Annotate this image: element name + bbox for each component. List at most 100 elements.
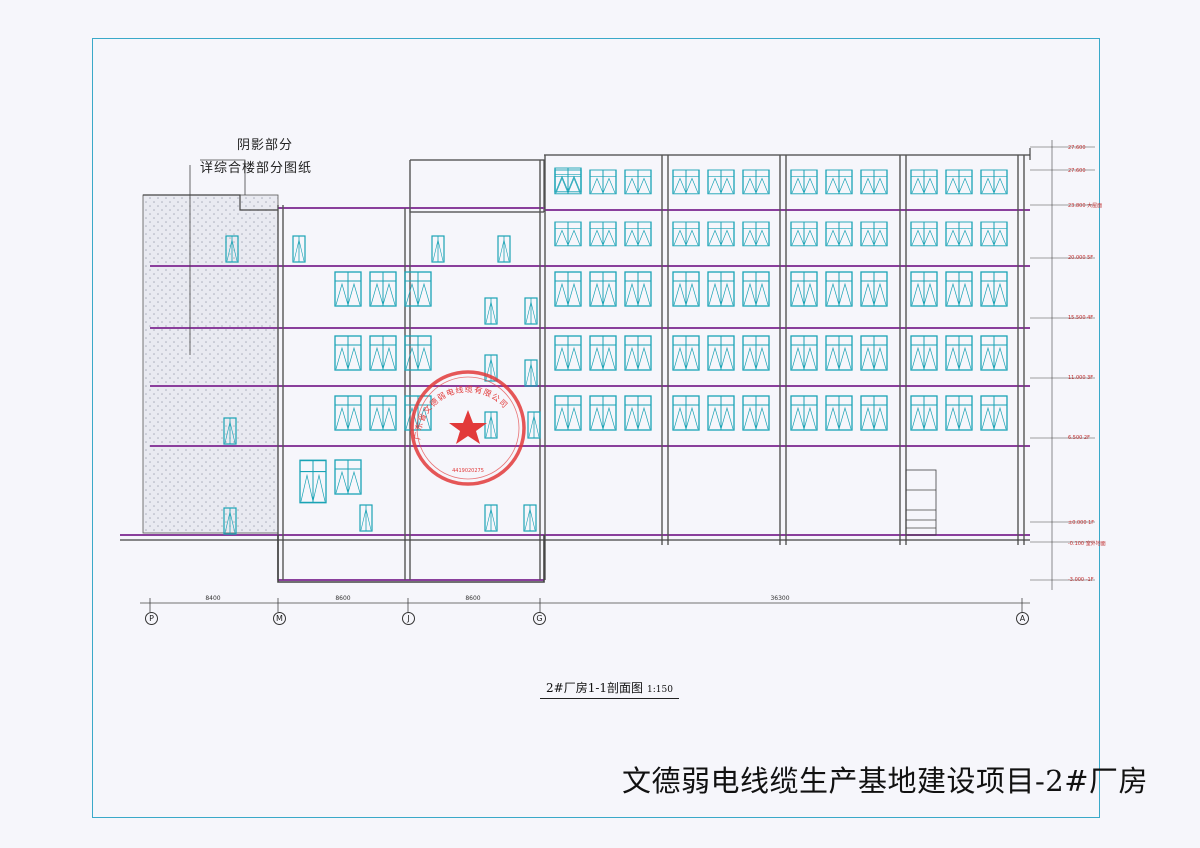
- window: [742, 271, 770, 307]
- elevation-label: 6.500 2F: [1068, 435, 1090, 441]
- note-leader: [200, 159, 246, 195]
- window: [334, 395, 362, 431]
- window: [624, 169, 652, 195]
- shadow-note-line1: 阴影部分: [237, 138, 294, 153]
- window: [945, 395, 973, 431]
- window: [790, 395, 818, 431]
- span-dimension: 8600: [335, 595, 351, 602]
- window: [672, 221, 700, 247]
- window: [742, 169, 770, 195]
- elevation-label: ±0.000 1F: [1068, 520, 1095, 526]
- window: [369, 335, 397, 371]
- window: [589, 169, 617, 195]
- window: [672, 335, 700, 371]
- window: [404, 335, 432, 371]
- window: [369, 395, 397, 431]
- elevation-label: 27.600: [1068, 168, 1086, 174]
- company-seal: 广东省文德弱电线缆有限公司 4419020275: [410, 370, 526, 486]
- drawing-title: 2#厂房1-1剖面图: [546, 681, 644, 695]
- window: [554, 221, 582, 247]
- axis-marker: A: [1016, 612, 1029, 625]
- shadow-note-line2: 详综合楼部分图纸: [200, 161, 313, 176]
- drawing-frame: [92, 38, 1100, 818]
- window: [624, 395, 652, 431]
- window: [742, 335, 770, 371]
- window: [707, 271, 735, 307]
- window: [980, 169, 1008, 195]
- window: [790, 335, 818, 371]
- window: [589, 221, 617, 247]
- window: [790, 169, 818, 195]
- window: [825, 221, 853, 247]
- window: [624, 221, 652, 247]
- elevation-label: -3.000 -1F: [1068, 577, 1094, 583]
- axis-marker: G: [533, 612, 546, 625]
- window: [299, 459, 327, 504]
- window: [910, 169, 938, 195]
- span-dimension: 8600: [465, 595, 481, 602]
- window: [790, 221, 818, 247]
- window: [672, 271, 700, 307]
- window: [672, 169, 700, 195]
- window: [334, 335, 362, 371]
- window: [910, 221, 938, 247]
- window: [945, 335, 973, 371]
- window: [589, 335, 617, 371]
- elevation-label: 23.800 大屋面: [1068, 203, 1103, 209]
- window: [589, 395, 617, 431]
- window: [624, 335, 652, 371]
- window: [589, 271, 617, 307]
- span-dimension: 36300: [770, 595, 790, 602]
- window: [790, 271, 818, 307]
- level-marks: [1030, 140, 1095, 590]
- axis-marker: P: [145, 612, 158, 625]
- project-title: 文德弱电线缆生产基地建设项目-2#厂房: [622, 764, 1149, 798]
- window: [860, 395, 888, 431]
- basement-outline: [277, 535, 545, 583]
- window: [404, 271, 432, 307]
- elevation-label: 20.000 5F: [1068, 255, 1094, 261]
- window: [707, 335, 735, 371]
- window: [825, 335, 853, 371]
- window: [860, 271, 888, 307]
- window: [554, 169, 582, 195]
- span-dimension: 8400: [205, 595, 221, 602]
- window: [334, 271, 362, 307]
- window: [554, 395, 582, 431]
- window: [707, 221, 735, 247]
- elevation-label: 27.600: [1068, 145, 1086, 151]
- axis-marker: M: [273, 612, 286, 625]
- window: [334, 459, 362, 495]
- window: [554, 271, 582, 307]
- seal-code: 4419020275: [452, 468, 484, 474]
- window: [980, 221, 1008, 247]
- window: [825, 271, 853, 307]
- window: [980, 335, 1008, 371]
- window: [742, 395, 770, 431]
- window: [624, 271, 652, 307]
- window: [707, 169, 735, 195]
- dimension-line: [140, 598, 1030, 612]
- elevation-label: 11.000 3F: [1068, 375, 1094, 381]
- window: [860, 221, 888, 247]
- window: [860, 169, 888, 195]
- window: [910, 395, 938, 431]
- window: [742, 221, 770, 247]
- window: [369, 271, 397, 307]
- floor-slabs: [120, 207, 1030, 581]
- window: [910, 271, 938, 307]
- window: [860, 335, 888, 371]
- elevation-label: 15.500 4F: [1068, 315, 1094, 321]
- window: [910, 335, 938, 371]
- window: [980, 271, 1008, 307]
- window: [554, 335, 582, 371]
- window: [825, 395, 853, 431]
- stair: [905, 469, 937, 536]
- shaded-block: [142, 194, 279, 534]
- drawing-scale: 1:150: [647, 685, 673, 695]
- window: [672, 395, 700, 431]
- window: [980, 395, 1008, 431]
- axis-marker: J: [402, 612, 415, 625]
